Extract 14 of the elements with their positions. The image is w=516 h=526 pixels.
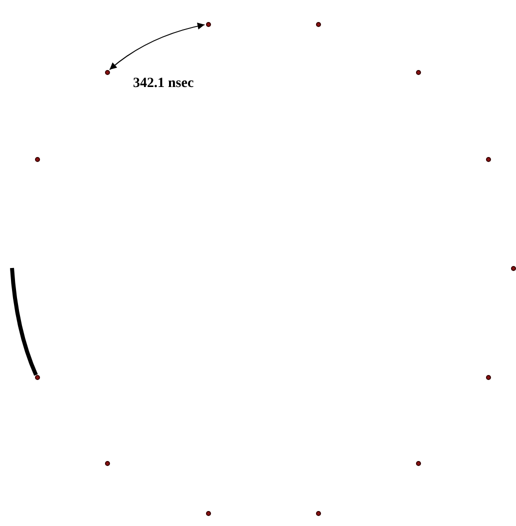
dot-marker (486, 156, 490, 162)
dot-marker (316, 22, 320, 26)
dot-marker (34, 156, 40, 162)
dot-marker (34, 374, 40, 380)
dot-marker (416, 460, 420, 466)
dot-marker (486, 374, 490, 380)
dot-marker (416, 70, 420, 74)
double-headed-arrow (109, 22, 206, 70)
dot-marker (316, 510, 320, 516)
dot-marker (104, 70, 110, 74)
dot-marker (206, 22, 210, 26)
dot-marker (104, 460, 110, 466)
dot-marker (510, 266, 516, 270)
dot-marker (206, 510, 210, 516)
